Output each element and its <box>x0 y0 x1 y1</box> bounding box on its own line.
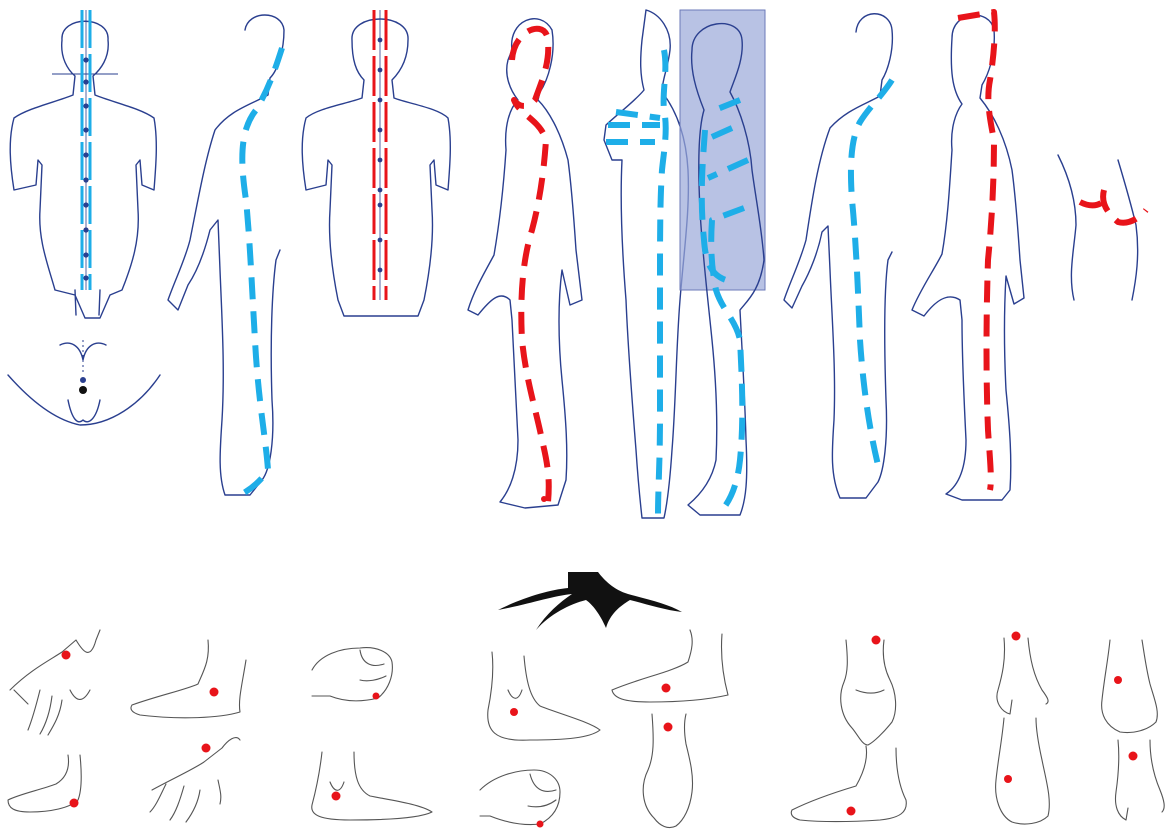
acupoint <box>210 688 219 697</box>
figure-side-right-blue <box>784 14 892 498</box>
acupoint <box>510 708 518 716</box>
acupoint <box>662 684 671 693</box>
limb-foot-medial-4 <box>312 752 432 820</box>
acupoint <box>70 799 79 808</box>
limb-wrist-1 <box>841 636 896 746</box>
limb-forearm-2 <box>1115 740 1164 820</box>
figure-side-red-full <box>912 12 1024 500</box>
limb-fist-2 <box>480 770 560 828</box>
figure-side-red-head <box>468 19 582 508</box>
limb-foot-dorsal-2 <box>996 718 1050 824</box>
back-channel-line <box>374 10 386 300</box>
limb-hand-palm-3 <box>643 714 692 828</box>
acupoint <box>1129 752 1138 761</box>
acupoint <box>847 807 856 816</box>
limb-hand-palm-2 <box>150 738 240 822</box>
acupoint <box>332 792 341 801</box>
branching-connector-icon <box>498 572 682 630</box>
figure-side-front-blue <box>604 10 688 518</box>
figure-side-highlighted <box>680 10 765 515</box>
limb-hand-palm-1 <box>10 630 100 735</box>
figure-waist-belt <box>1058 155 1146 300</box>
limb-fist-1 <box>312 648 392 701</box>
limb-foot-dorsal-1 <box>1102 640 1158 733</box>
figure-perineum <box>8 340 160 425</box>
figure-back-torso <box>302 10 450 316</box>
front-channel-line <box>82 10 90 290</box>
acupoint <box>62 651 71 660</box>
acupoint <box>1004 775 1012 783</box>
perineum-point-lower <box>79 386 87 394</box>
limb-foot-medial-2 <box>612 630 728 702</box>
highlight-box <box>680 10 765 290</box>
limb-foot-lateral-1 <box>488 652 600 740</box>
acupoint <box>1012 632 1021 641</box>
acupoint <box>202 744 211 753</box>
acupoint <box>373 693 380 700</box>
perineum-point <box>80 377 86 383</box>
acupoint <box>1114 676 1122 684</box>
limb-forearm-1 <box>997 632 1048 715</box>
acupoint <box>872 636 881 645</box>
figure-side-left-blue <box>168 15 284 495</box>
limb-foot-medial-3 <box>8 755 81 812</box>
limb-foot-medial-1 <box>131 640 246 718</box>
limb-ankle-lateral-1 <box>791 746 906 822</box>
acupoint <box>664 723 673 732</box>
figure-front-torso <box>10 10 156 318</box>
acupoint <box>537 821 544 828</box>
